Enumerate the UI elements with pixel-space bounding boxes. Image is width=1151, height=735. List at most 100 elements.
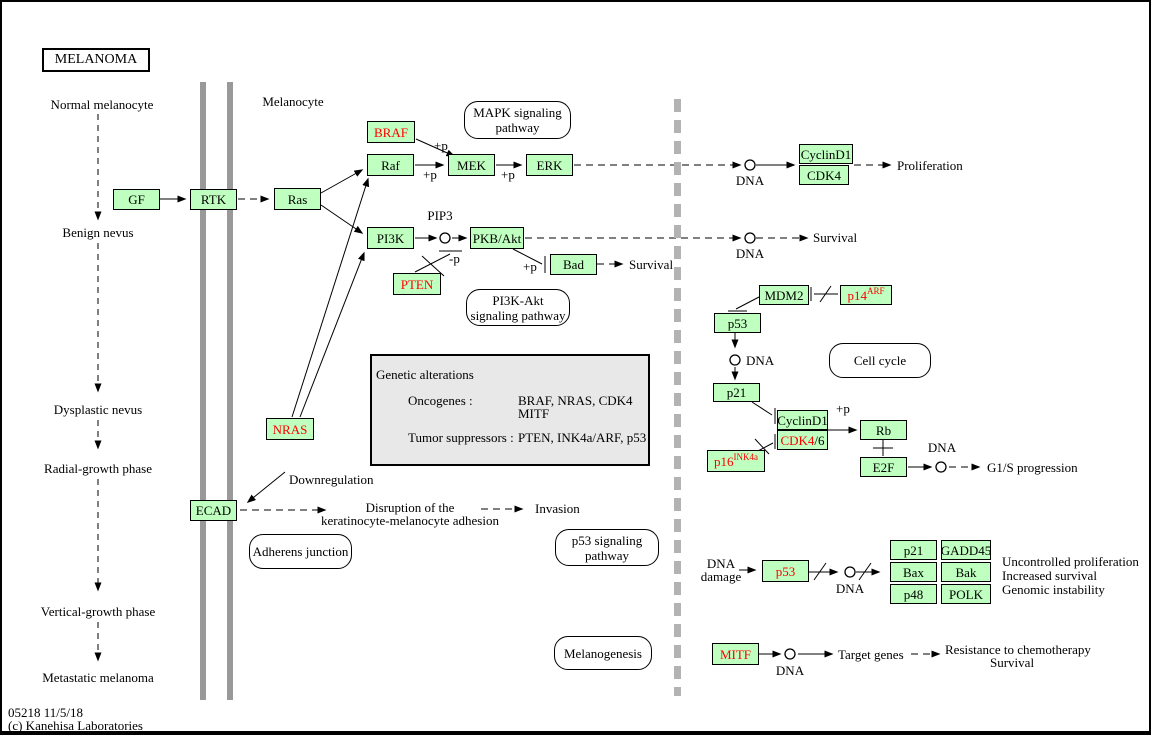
gene-cdk46[interactable]: CDK4/6 [777,430,828,450]
label-dna-damage-line2: damage [700,569,742,584]
gene-mitf[interactable]: MITF [712,643,759,665]
pathway-box-pi3k-akt-line1: PI3K-Akt [492,292,544,308]
pathway-box-cell-cycle[interactable]: Cell cycle [829,343,931,378]
label-proliferation: Proliferation [897,158,963,173]
gene-braf[interactable]: BRAF [367,121,415,143]
pathway-box-cell-cycle-line1: Cell cycle [853,353,907,368]
cell-membrane-inner [227,82,233,700]
label-plus-p-rb: +p [836,401,850,416]
gene-bax[interactable]: Bax [890,562,937,582]
label-invasion: Invasion [535,501,580,516]
gene-p14arf-sup: ARF [866,286,885,296]
gene-cdk46-mut: CDK4 [780,432,815,448]
label-resistance: Resistance to chemotherapy [945,642,1091,657]
pathway-box-melanogenesis-line1: Melanogenesis [564,645,642,661]
gene-p16ink4a-sup: INK4a [733,452,759,462]
genetic-alterations-box: Genetic alterations Oncogenes : BRAF, NR… [370,354,650,466]
gene-p53-nucleus[interactable]: p53 [714,313,761,333]
gene-p53-damage[interactable]: p53 [762,560,809,582]
label-plus-p-bad: +p [523,259,537,274]
label-minus-p-pten: -p [449,251,460,266]
legend-oncogenes-value2: MITF [518,406,550,421]
label-dna-proliferation: DNA [735,173,765,188]
label-target-genes: Target genes [838,647,904,662]
label-genomic-instability: Genomic instability [1002,582,1105,597]
gene-p16ink4a-base: p16 [714,453,734,469]
label-dna-p53: DNA [746,353,775,368]
label-g1s-progression: G1/S progression [987,460,1078,475]
label-plus-p-raf-mek: +p [423,167,437,182]
gene-pi3k[interactable]: PI3K [367,227,414,249]
gene-cyclind1-top[interactable]: CyclinD1 [799,144,853,164]
gene-cdk4-top[interactable]: CDK4 [799,165,849,185]
gene-p14arf-base: p14 [847,287,867,303]
gene-p21-cellcycle[interactable]: p21 [713,383,760,402]
gene-p48[interactable]: p48 [890,584,937,604]
pathway-box-mapk[interactable]: MAPK signaling pathway [464,101,571,139]
pathway-box-pi3k-akt[interactable]: PI3K-Akt signaling pathway [466,289,570,326]
stage-radial-growth: Radial-growth phase [44,461,152,476]
pathway-box-adherens-line1: Adherens junction [252,544,349,559]
pathway-box-pi3k-akt-line2: signaling pathway [470,307,566,323]
cell-membrane-outer [200,82,206,700]
pathway-box-p53-signaling-line2: pathway [584,547,630,563]
gene-rb[interactable]: Rb [860,420,907,440]
gene-mek[interactable]: MEK [448,154,495,176]
gene-gf[interactable]: GF [113,189,160,210]
label-downregulation: Downregulation [289,472,374,487]
gene-gadd45[interactable]: GADD45 [941,540,991,560]
label-disruption-line2: keratinocyte-melanocyte adhesion [321,513,499,528]
label-dna-mitf: DNA [775,663,805,678]
stage-dysplastic-nevus: Dysplastic nevus [53,402,143,417]
gene-cyclind1-cellcycle[interactable]: CyclinD1 [777,410,828,430]
stage-normal-melanocyte: Normal melanocyte [50,97,154,112]
stage-vertical-growth: Vertical-growth phase [40,604,156,619]
label-plus-p-mek-erk: +p [501,167,515,182]
label-increased-survival: Increased survival [1002,568,1097,583]
label-survival-mitf: Survival [990,655,1035,670]
cell-label: Melanocyte [262,94,324,109]
label-dna-survival: DNA [735,246,765,261]
pathway-box-adherens[interactable]: Adherens junction [249,534,352,569]
label-disruption-line1: Disruption of the [365,500,455,515]
legend-title: Genetic alterations [376,367,474,382]
gene-ras[interactable]: Ras [274,188,321,210]
pathway-title: MELANOMA [54,52,138,67]
gene-rtk[interactable]: RTK [190,189,237,210]
gene-bad[interactable]: Bad [550,254,597,275]
gene-polk[interactable]: POLK [941,584,991,604]
label-pip3: PIP3 [427,208,453,223]
gene-e2f[interactable]: E2F [860,457,907,477]
label-survival-bad: Survival [629,257,674,272]
pathway-box-mapk-line1: MAPK signaling [473,105,562,120]
copyright: (c) Kanehisa Laboratories [8,718,143,733]
gene-p21-damage[interactable]: p21 [890,540,937,560]
gene-ecad[interactable]: ECAD [190,500,237,521]
legend-oncogenes-value1: BRAF, NRAS, CDK4 [518,393,633,408]
pathway-box-melanogenesis[interactable]: Melanogenesis [554,636,652,670]
gene-pten[interactable]: PTEN [393,273,441,295]
gene-bak[interactable]: Bak [941,562,991,582]
gene-mdm2[interactable]: MDM2 [759,285,809,305]
gene-erk[interactable]: ERK [526,154,573,176]
gene-nras[interactable]: NRAS [266,418,314,440]
pathway-id: 05218 11/5/18 [8,705,83,720]
pathway-box-p53-signaling-line1: p53 signaling [571,532,643,548]
nuclear-membrane [674,99,681,696]
label-dna-damage-row: DNA [835,581,865,596]
legend-suppressors-label: Tumor suppressors : [408,430,514,445]
legend-suppressors-value: PTEN, INK4a/ARF, p53 [518,430,647,445]
pathway-box-p53-signaling[interactable]: p53 signaling pathway [555,529,659,566]
pathway-title-box: MELANOMA [42,48,150,72]
gene-cdk46-rest: /6 [814,432,825,448]
gene-pkb-akt[interactable]: PKB/Akt [470,227,524,249]
gene-raf[interactable]: Raf [367,154,414,176]
pathway-box-mapk-line2: pathway [495,120,540,135]
label-survival-akt: Survival [813,230,858,245]
label-uncontrolled-proliferation: Uncontrolled proliferation [1002,554,1139,569]
label-plus-p-braf: +p [434,138,448,153]
label-dna-damage-line1: DNA [706,556,736,571]
